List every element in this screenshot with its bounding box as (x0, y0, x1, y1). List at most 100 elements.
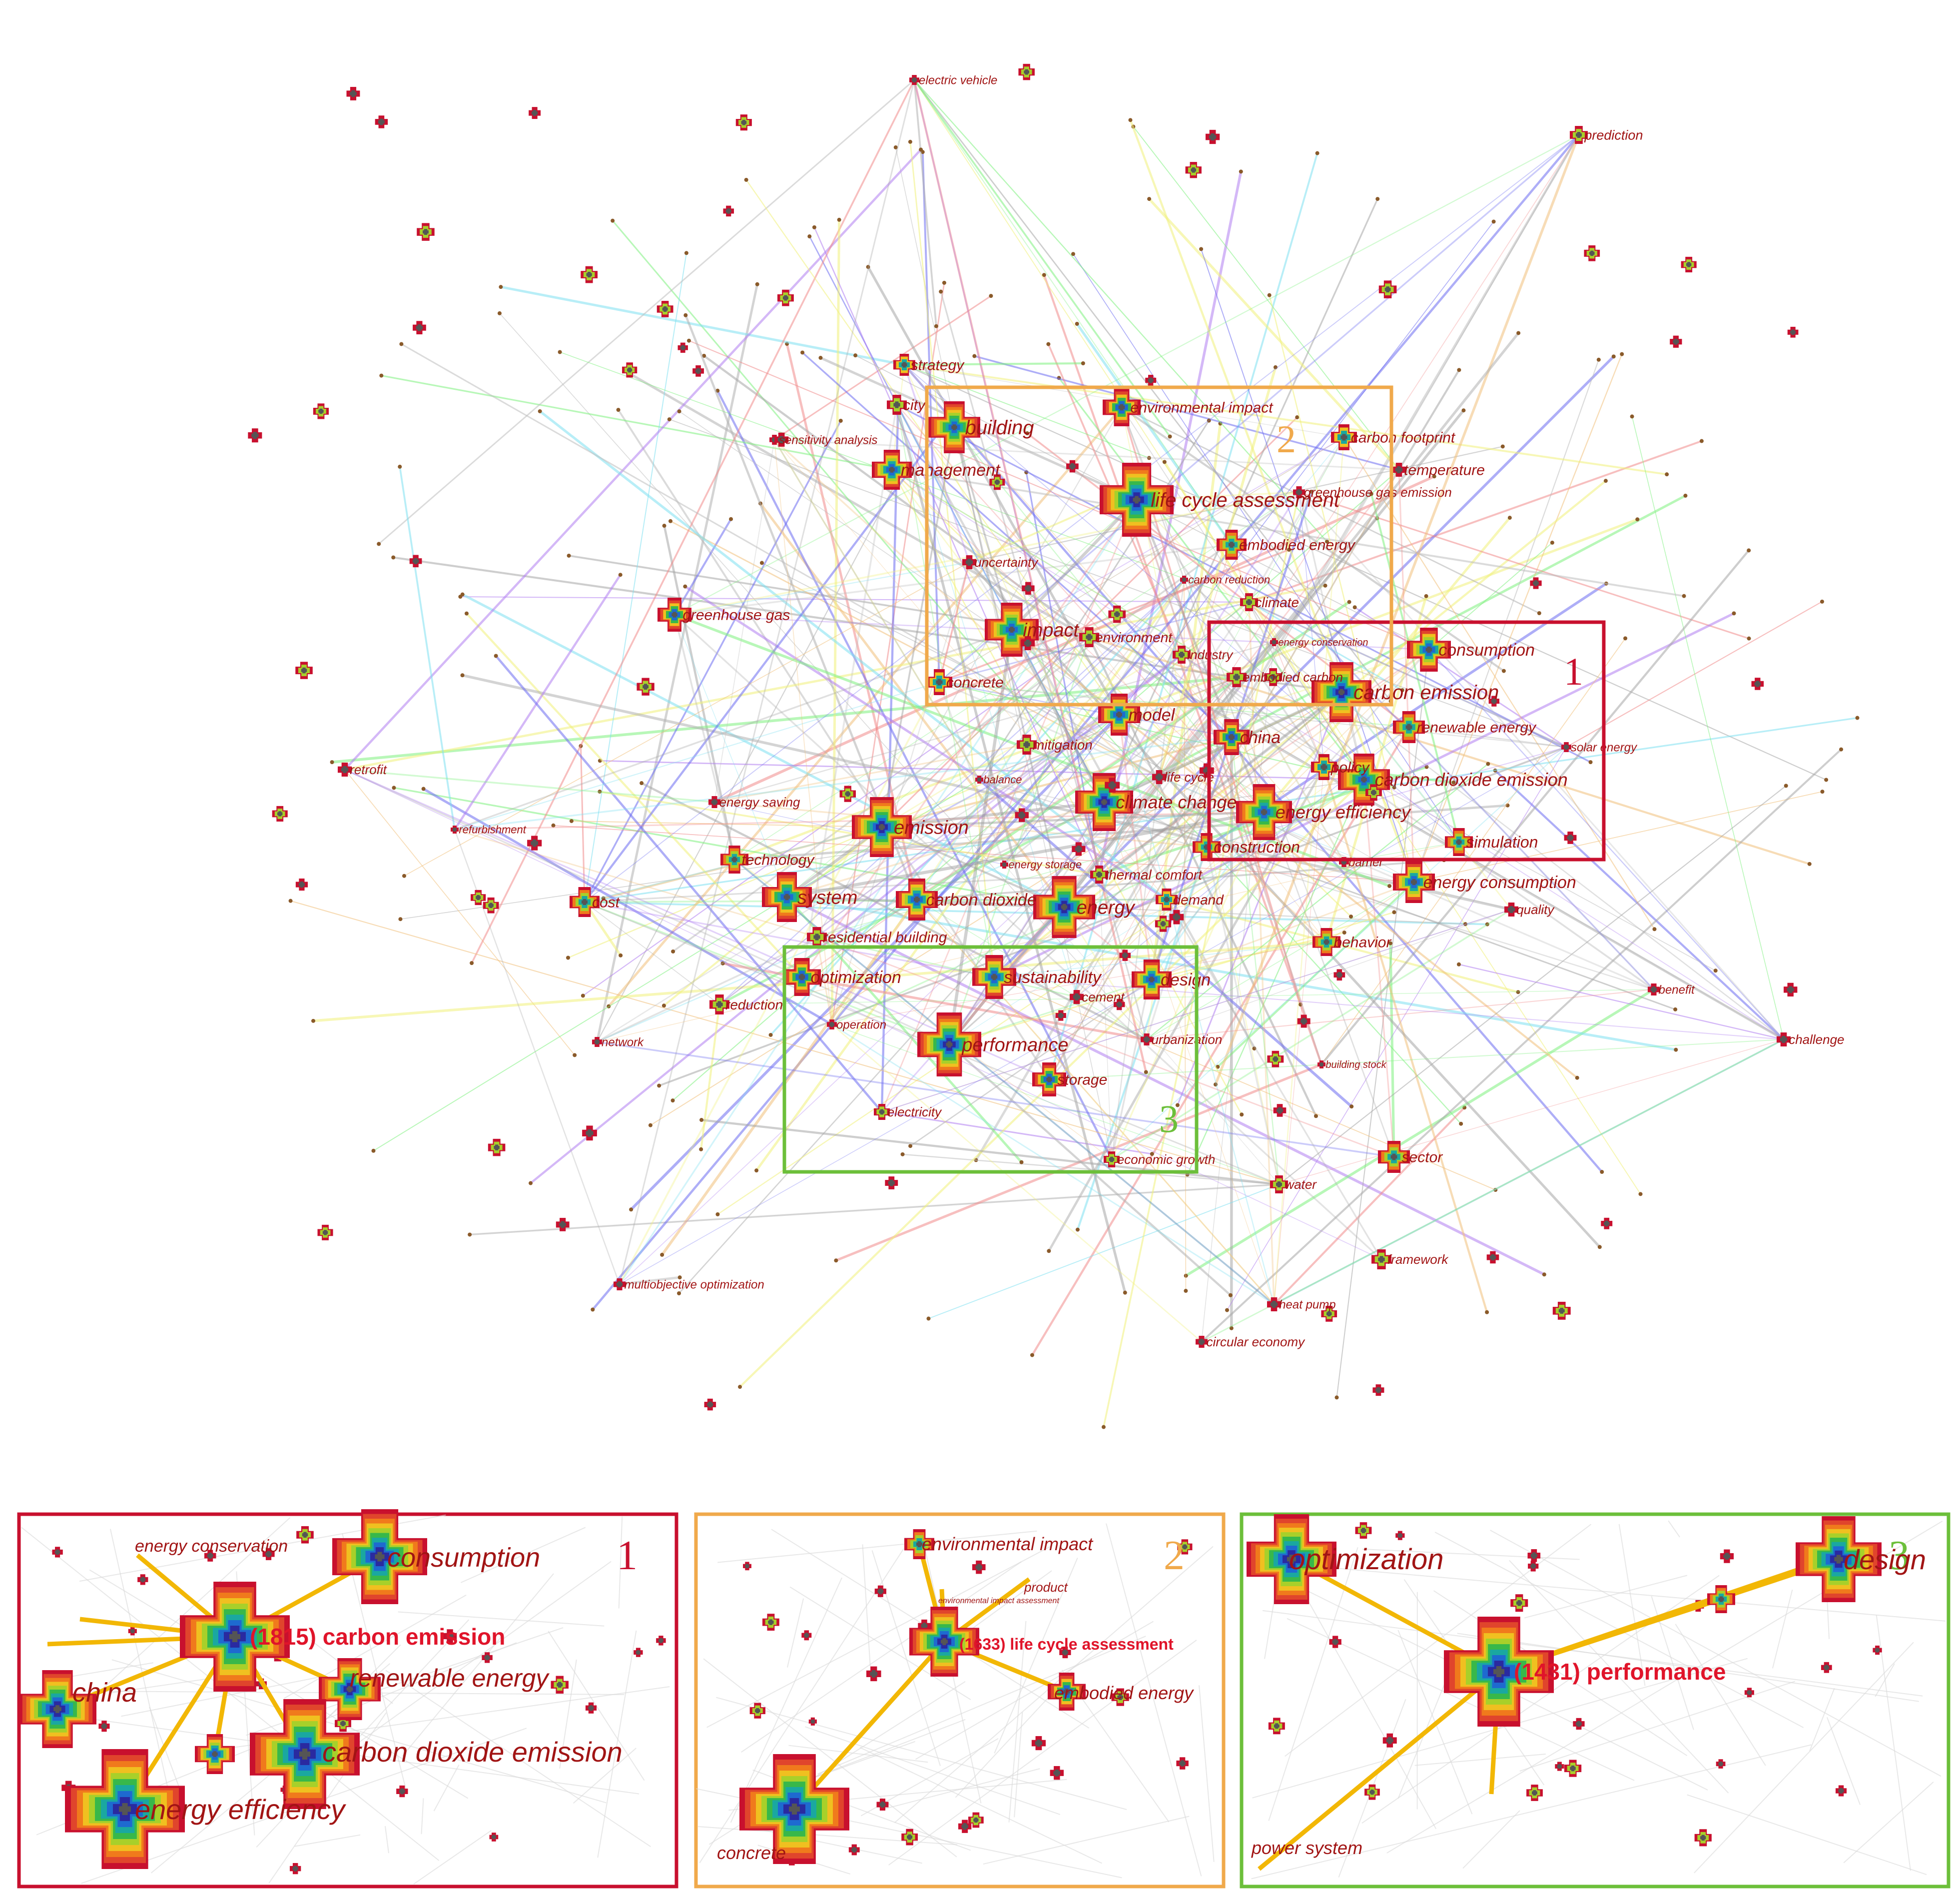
network-edge (714, 801, 1207, 848)
network-edge (801, 676, 1237, 978)
network-edge (1336, 649, 1430, 1398)
inset-edge (1509, 1560, 1729, 1794)
inset-edge (352, 1561, 612, 1747)
node-uncertainty (962, 555, 976, 569)
node-minor (295, 662, 313, 679)
inset-minor-node (1176, 1757, 1189, 1770)
network-edge (1076, 134, 1580, 997)
leaf-node (818, 356, 823, 360)
network-edge (881, 826, 1065, 908)
leaf-node (908, 139, 912, 144)
network-edge (734, 492, 1300, 860)
label-life-cycle-assessment: life cycle assessment (1151, 489, 1340, 511)
network-edge (904, 364, 1150, 459)
inset-node (1247, 1514, 1336, 1604)
node-city (887, 395, 907, 415)
leaf-node (677, 409, 681, 414)
network-edge (1274, 1038, 1784, 1305)
inset-minor-node (585, 1702, 597, 1714)
node-minor (1264, 668, 1283, 686)
inset-minor-node (848, 1844, 860, 1856)
network-edge (1103, 691, 1342, 804)
inset-edge (915, 1621, 1154, 1760)
leaf-node (657, 1083, 661, 1088)
node-building-stock (1317, 1060, 1325, 1068)
inset-hub-node (180, 1582, 290, 1692)
label-storage: storage (1057, 1072, 1107, 1088)
node-demand (1156, 889, 1178, 911)
leaf-node (699, 1147, 703, 1151)
node-sustainability (972, 955, 1016, 999)
inset-node (332, 1509, 427, 1604)
label-water: water (1285, 1177, 1317, 1192)
leaf-node (1075, 322, 1079, 326)
node-temperature (1392, 463, 1406, 477)
inset-edge (461, 1527, 586, 1583)
network-edge (891, 469, 1243, 1115)
label-construction: construction (1214, 838, 1300, 856)
network-edge (1073, 253, 1459, 843)
network-edge (938, 134, 1580, 683)
inset-minor-node (1564, 1760, 1582, 1777)
leaf-node (1199, 247, 1204, 251)
node-minor (839, 786, 856, 802)
node-life-cycle (1152, 770, 1166, 784)
label-sustainability: sustainability (1004, 968, 1102, 987)
node-retrofit (338, 763, 352, 777)
network-edge (674, 561, 970, 616)
node-embodied-energy (1217, 530, 1247, 560)
network-edge (1321, 638, 1626, 1065)
inset-edge (1675, 1624, 1766, 1766)
label-temperature: temperature (1404, 462, 1485, 479)
network-edge (881, 427, 955, 828)
node-minor (1018, 63, 1035, 80)
node-reduction (709, 994, 729, 1014)
network-edge (471, 79, 915, 963)
network-edge (891, 469, 1265, 813)
network-edge (947, 629, 1014, 1045)
inset-edge (1106, 1523, 1202, 1877)
leaf-node (1147, 456, 1151, 460)
inset-minor-node (443, 1629, 457, 1643)
network-edge (462, 593, 1065, 909)
network-edge (974, 355, 1399, 471)
network-edge (1010, 629, 1106, 803)
leaf-node (1030, 1353, 1034, 1357)
node-minor (774, 432, 789, 447)
network-edge (714, 439, 775, 803)
node-minor (582, 1125, 597, 1141)
label-network: network (602, 1035, 645, 1049)
network-edge (1231, 544, 1654, 990)
network-edge (913, 79, 1147, 1072)
node-energy-consumption (1393, 861, 1435, 903)
inset-node (904, 1529, 934, 1559)
node-minor (1022, 582, 1035, 595)
inset-minor-node (1720, 1549, 1734, 1563)
leaf-node (1388, 941, 1393, 946)
inset-minor-node (1821, 1662, 1832, 1673)
inset-minor-node (801, 1630, 812, 1641)
inset-edge (1618, 1524, 1646, 1686)
leaf-node (1674, 1047, 1678, 1052)
network-edge (1263, 517, 1511, 813)
network-edge (1363, 779, 1395, 1157)
network-edge (1076, 649, 1429, 997)
network-edge (891, 469, 1684, 597)
node-minor (1486, 1251, 1499, 1264)
network-edge (913, 79, 1100, 875)
network-edge (831, 1023, 1202, 1343)
label-life-cycle: life cycle (1164, 770, 1214, 785)
leaf-node (1451, 780, 1456, 785)
label-carbon-reduction: carbon reduction (1188, 574, 1270, 586)
network-edge (1118, 714, 1153, 980)
leaf-node (468, 1232, 472, 1237)
network-edge (786, 896, 1676, 1051)
node-minor (1297, 1014, 1310, 1028)
leaf-node (1652, 927, 1657, 932)
node-behavior (1312, 928, 1340, 956)
network-edge (1631, 416, 1784, 1040)
inset-highlight-edge (792, 1640, 946, 1811)
network-edge (1248, 602, 1325, 768)
leaf-node (1588, 760, 1593, 765)
inset-minor-node (749, 1703, 765, 1719)
